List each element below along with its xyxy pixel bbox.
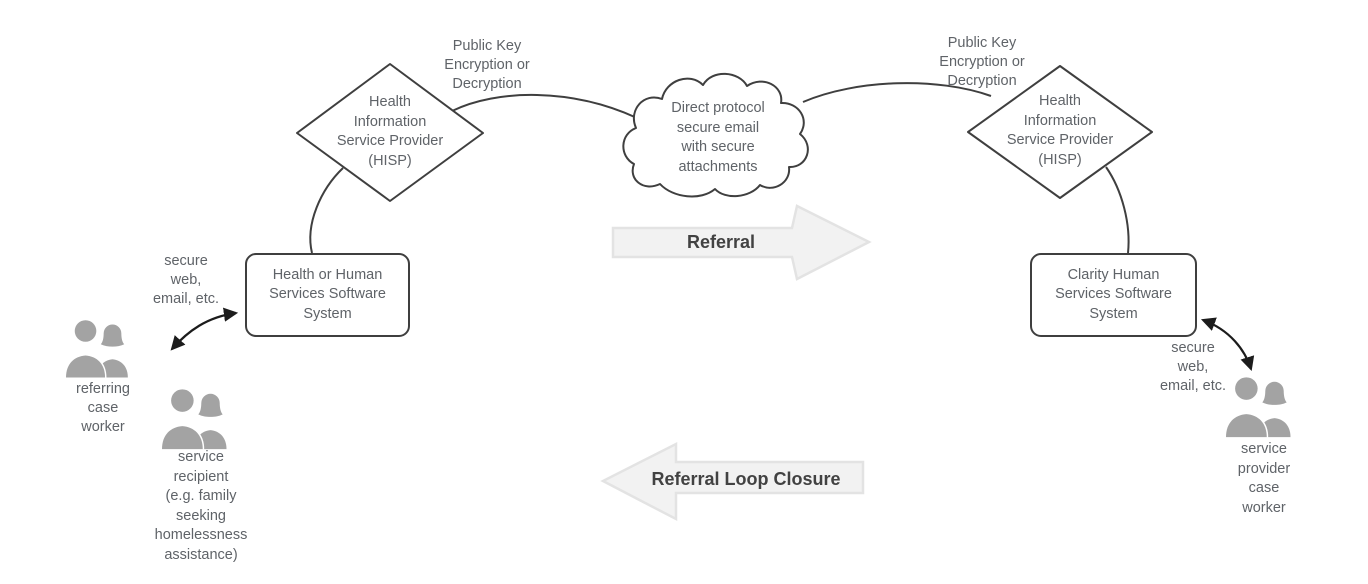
right-system-box: Clarity Human Services Software System (1030, 253, 1197, 337)
connector-leftbox-to-lefthisp (309, 167, 344, 254)
connector-cloud-to-righthisp (802, 82, 992, 103)
public-key-label-left: Public Key Encryption or Decryption (444, 38, 530, 92)
people-icon-service-provider-case-worker (1224, 375, 1292, 439)
service-provider-case-worker-label: service provider case worker (1237, 441, 1291, 516)
secure-email-cloud (622, 72, 809, 198)
referral-arrow-label: Referral (686, 232, 756, 252)
referral-loop-closure-arrow (600, 441, 865, 522)
secure-link-arrow-right (1200, 317, 1255, 372)
cloud-label: Direct protocol secure email with secure… (671, 100, 765, 175)
left-hisp-label: Health Information Service Provider (HIS… (336, 94, 444, 169)
secure-web-label-right: secure web, email, etc. (1159, 340, 1227, 394)
secure-link-arrow-left (170, 307, 239, 351)
right-hisp-diamond (967, 65, 1153, 199)
referral-arrow (611, 204, 872, 281)
secure-web-label-left: secure web, email, etc. (152, 253, 220, 307)
referral-loop-closure-arrow-label: Referral Loop Closure (651, 469, 841, 489)
left-hisp-diamond (296, 63, 484, 202)
connector-lefthisp-to-cloud (451, 93, 638, 119)
left-system-box: Health or Human Services Software System (245, 253, 410, 337)
people-icon-service-recipient (160, 387, 228, 451)
public-key-label-right: Public Key Encryption or Decryption (939, 35, 1025, 89)
right-system-box-label: Clarity Human Services Software System (1055, 266, 1172, 322)
right-hisp-label: Health Information Service Provider (HIS… (1006, 93, 1114, 168)
people-icon-referring-case-worker (64, 318, 130, 379)
connector-righthisp-to-rightbox (1105, 166, 1130, 254)
referring-case-worker-label: referring case worker (76, 381, 130, 435)
service-recipient-label: service recipient (e.g. family seeking h… (154, 449, 248, 563)
left-system-box-label: Health or Human Services Software System (269, 266, 386, 322)
